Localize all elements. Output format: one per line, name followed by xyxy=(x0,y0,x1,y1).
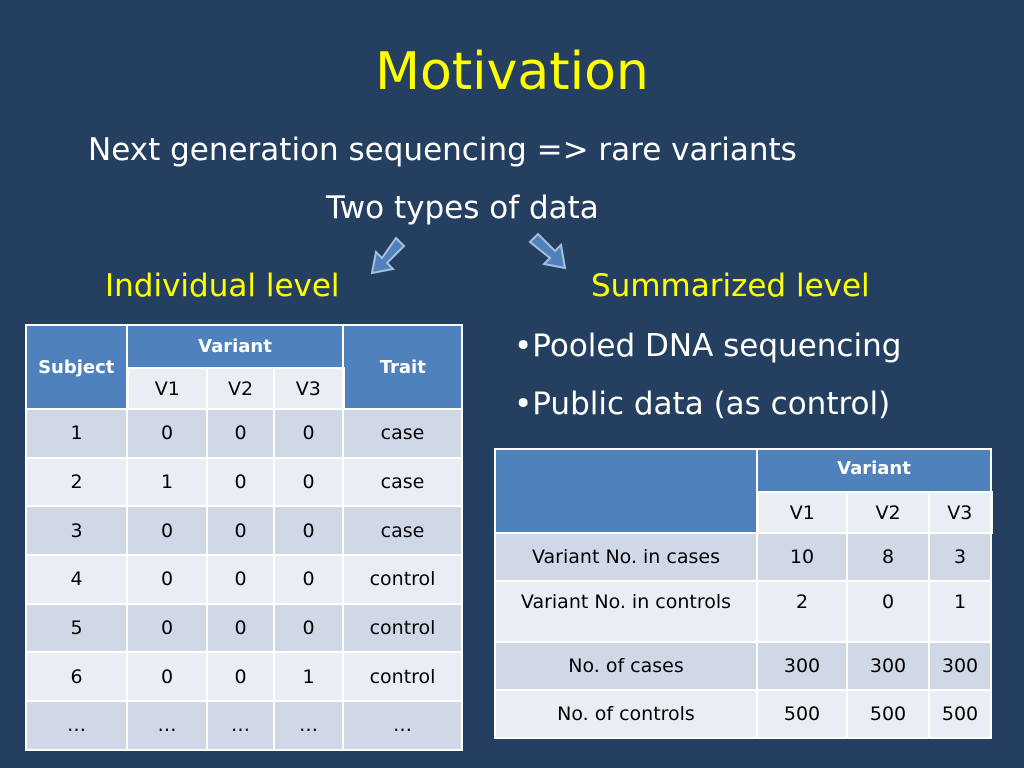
cell-v2: 0 xyxy=(206,602,275,654)
cell-v1: 0 xyxy=(126,651,208,703)
table-row: 3 0 0 0 case xyxy=(25,505,464,557)
cell-subject: 6 xyxy=(25,651,128,703)
bullet-public-data: •Public data (as control) xyxy=(514,386,891,422)
header-v3: V3 xyxy=(272,367,345,410)
header-v2: V2 xyxy=(846,491,930,534)
table-row: 4 0 0 0 control xyxy=(25,554,464,605)
cell-v2: 300 xyxy=(846,641,930,691)
cell-v3: 500 xyxy=(927,689,993,739)
cell-v2: 0 xyxy=(206,505,275,557)
header-corner xyxy=(494,448,758,534)
table-row: Variant No. in cases 10 8 3 xyxy=(494,532,993,582)
bullet-list: •Pooled DNA sequencing •Public data (as … xyxy=(514,324,901,440)
cell-v1: 300 xyxy=(756,641,848,691)
header-v2: V2 xyxy=(206,367,275,410)
cell-v1: 0 xyxy=(126,408,208,459)
cell-v2: 0 xyxy=(206,554,275,605)
header-variant: Variant xyxy=(755,448,993,493)
cell-v1: 10 xyxy=(756,532,848,582)
cell-subject: 4 xyxy=(25,554,128,605)
cell-trait: case xyxy=(342,456,464,508)
table-row: Variant No. in controls 2 0 1 xyxy=(494,580,993,643)
individual-level-table: Subject Variant Trait V1 V2 V3 1 0 0 0 c… xyxy=(25,324,464,751)
cell-trait: control xyxy=(342,602,464,654)
cell-v3: … xyxy=(272,700,345,751)
cell-v1: 500 xyxy=(756,689,848,739)
table-row: … … … … … xyxy=(25,700,464,751)
cell-v1: 0 xyxy=(126,554,208,605)
cell-v2: 0 xyxy=(206,408,275,459)
arrow-down-right-icon xyxy=(528,232,567,270)
cell-subject: … xyxy=(25,700,128,751)
cell-v2: … xyxy=(206,700,275,751)
subtitle-ngs: Next generation sequencing => rare varia… xyxy=(88,132,797,168)
cell-v1: 1 xyxy=(126,456,208,508)
cell-v1: 0 xyxy=(126,602,208,654)
arrow-down-left-icon xyxy=(370,236,406,275)
heading-summarized-level: Summarized level xyxy=(591,268,870,304)
cell-subject: 1 xyxy=(25,408,128,459)
cell-trait: … xyxy=(342,700,464,751)
table-row: No. of cases 300 300 300 xyxy=(494,641,993,691)
table-row: 1 0 0 0 case xyxy=(25,408,464,459)
cell-v2: 0 xyxy=(206,456,275,508)
cell-v2: 0 xyxy=(846,580,930,643)
cell-trait: control xyxy=(342,554,464,605)
cell-v3: 0 xyxy=(272,456,345,508)
cell-v3: 3 xyxy=(927,532,993,582)
cell-v3: 0 xyxy=(272,554,345,605)
cell-v2: 8 xyxy=(846,532,930,582)
header-v1: V1 xyxy=(755,491,848,534)
table-row: 6 0 0 1 control xyxy=(25,651,464,703)
cell-v3: 0 xyxy=(272,602,345,654)
cell-v2: 500 xyxy=(846,689,930,739)
subtitle-two-types: Two types of data xyxy=(326,190,599,226)
table-row: 2 1 0 0 case xyxy=(25,456,464,508)
cell-v2: 0 xyxy=(206,651,275,703)
cell-subject: 2 xyxy=(25,456,128,508)
cell-trait: control xyxy=(342,651,464,703)
cell-label: No. of cases xyxy=(494,641,758,691)
header-variant: Variant xyxy=(125,324,345,369)
header-subject: Subject xyxy=(25,324,128,410)
cell-v1: … xyxy=(126,700,208,751)
cell-v3: 0 xyxy=(272,505,345,557)
cell-v1: 2 xyxy=(756,580,848,643)
cell-v3: 1 xyxy=(927,580,993,643)
cell-label: Variant No. in controls xyxy=(494,580,758,643)
cell-v3: 300 xyxy=(927,641,993,691)
cell-label: Variant No. in cases xyxy=(494,532,758,582)
cell-trait: case xyxy=(342,408,464,459)
bullet-pooled-dna: •Pooled DNA sequencing xyxy=(514,328,902,364)
cell-trait: case xyxy=(342,505,464,557)
header-v1: V1 xyxy=(125,367,208,410)
header-v3: V3 xyxy=(927,491,993,534)
header-trait: Trait xyxy=(342,324,464,410)
table-row: 5 0 0 0 control xyxy=(25,602,464,654)
slide-title: Motivation xyxy=(375,42,649,102)
cell-v3: 1 xyxy=(272,651,345,703)
cell-label: No. of controls xyxy=(494,689,758,739)
cell-v3: 0 xyxy=(272,408,345,459)
cell-subject: 5 xyxy=(25,602,128,654)
cell-v1: 0 xyxy=(126,505,208,557)
summarized-level-table: Variant V1 V2 V3 Variant No. in cases 10… xyxy=(494,448,993,739)
table-row: No. of controls 500 500 500 xyxy=(494,689,993,739)
cell-subject: 3 xyxy=(25,505,128,557)
heading-individual-level: Individual level xyxy=(105,268,340,304)
